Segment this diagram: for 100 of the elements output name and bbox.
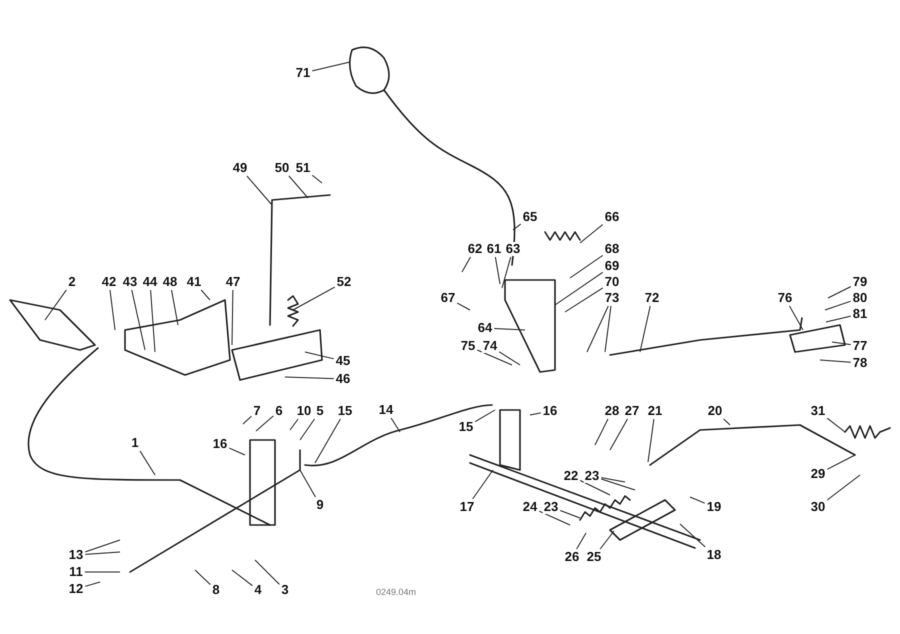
callout-number: 63: [504, 242, 522, 256]
callout-number: 68: [604, 242, 620, 256]
leader-line: [824, 300, 852, 310]
leader-line: [150, 290, 156, 352]
leader-line: [476, 350, 512, 366]
leader-line: [131, 290, 146, 350]
leader-line: [690, 496, 706, 504]
callout-number: 61: [486, 242, 502, 256]
callout-number: 6: [274, 404, 284, 418]
callout-number: 14: [378, 403, 394, 417]
leader-line: [312, 62, 350, 72]
callout-number: 52: [336, 275, 352, 289]
leader-line: [570, 254, 604, 278]
callout-number: 7: [252, 404, 262, 418]
callout-number: 79: [852, 275, 868, 289]
callout-number: 49: [232, 161, 248, 175]
callout-number: 80: [852, 291, 868, 305]
leader-line: [538, 510, 570, 526]
callout-number: 42: [100, 275, 118, 289]
callout-number: 21: [646, 404, 664, 418]
callout-number: 48: [162, 275, 178, 289]
callout-number: 69: [604, 259, 620, 273]
leader-line: [832, 342, 852, 346]
callout-number: 44: [142, 275, 158, 289]
callout-number: 72: [644, 291, 660, 305]
callout-number: 9: [315, 498, 325, 512]
callout-number: 29: [810, 467, 826, 481]
leader-line: [456, 302, 470, 310]
leader-line: [502, 256, 512, 288]
callout-number: 10: [296, 404, 312, 418]
leader-line: [554, 272, 604, 306]
leader-line: [304, 352, 334, 360]
callout-number: 65: [522, 210, 538, 224]
callout-number: 15: [336, 404, 354, 418]
leader-line: [512, 224, 522, 230]
leader-line: [256, 415, 274, 432]
leader-line: [820, 360, 852, 363]
callout-number: 67: [440, 291, 456, 305]
leader-line: [246, 176, 272, 206]
callout-number: 23: [542, 500, 560, 514]
callout-number: 20: [706, 404, 724, 418]
leader-line: [200, 290, 210, 300]
leader-line: [680, 524, 706, 548]
leader-line: [84, 540, 120, 552]
leader-line: [84, 582, 100, 587]
callout-number: 8: [211, 583, 221, 597]
callout-number: 4: [253, 583, 263, 597]
callout-number: 43: [122, 275, 138, 289]
callout-number: 41: [186, 275, 202, 289]
callout-number: 3: [280, 583, 290, 597]
leader-line: [242, 416, 252, 424]
leader-line: [560, 510, 580, 518]
callout-number: 75: [460, 339, 476, 353]
leader-line: [594, 418, 608, 446]
callout-number: 70: [604, 275, 620, 289]
callout-number: 81: [852, 307, 868, 321]
leader-line: [390, 418, 400, 432]
callout-number: 17: [458, 500, 476, 514]
leader-line: [171, 290, 178, 326]
callout-number: 50: [274, 161, 290, 175]
leader-line: [576, 532, 586, 550]
callout-number: 78: [852, 356, 868, 370]
leader-line: [580, 480, 610, 496]
leader-line: [474, 410, 496, 422]
callout-number: 15: [458, 420, 474, 434]
leader-line: [564, 287, 604, 312]
callout-number: 47: [224, 275, 242, 289]
callout-number: 45: [334, 354, 352, 368]
leader-line: [586, 306, 609, 352]
leader-line: [462, 256, 471, 272]
leader-line: [600, 530, 614, 550]
leader-line: [110, 290, 116, 330]
leader-line: [789, 306, 804, 330]
leader-line: [530, 412, 542, 416]
leader-line: [300, 418, 315, 440]
callout-number: 24: [522, 500, 538, 514]
leader-line: [140, 450, 156, 476]
leader-line: [228, 448, 246, 456]
callout-number: 12: [68, 582, 84, 596]
callout-number: 31: [810, 404, 826, 418]
leader-line: [494, 328, 526, 330]
leader-line: [312, 174, 322, 184]
leader-line: [44, 289, 67, 320]
leader-line: [472, 470, 494, 500]
leader-line: [288, 176, 308, 198]
leader-line: [232, 290, 234, 346]
callout-number: 16: [542, 404, 558, 418]
leader-line: [292, 286, 336, 310]
leader-line: [828, 286, 852, 298]
leader-line: [580, 224, 604, 244]
callout-number: 16: [212, 437, 228, 451]
leader-line: [84, 552, 120, 555]
callout-number: 62: [466, 242, 484, 256]
leader-line: [600, 478, 636, 490]
leader-line: [826, 454, 856, 470]
callout-number: 74: [482, 339, 498, 353]
leader-line: [314, 418, 341, 464]
callout-number: 26: [564, 550, 580, 564]
callout-number: 18: [706, 548, 722, 562]
callout-number: 73: [604, 291, 620, 305]
